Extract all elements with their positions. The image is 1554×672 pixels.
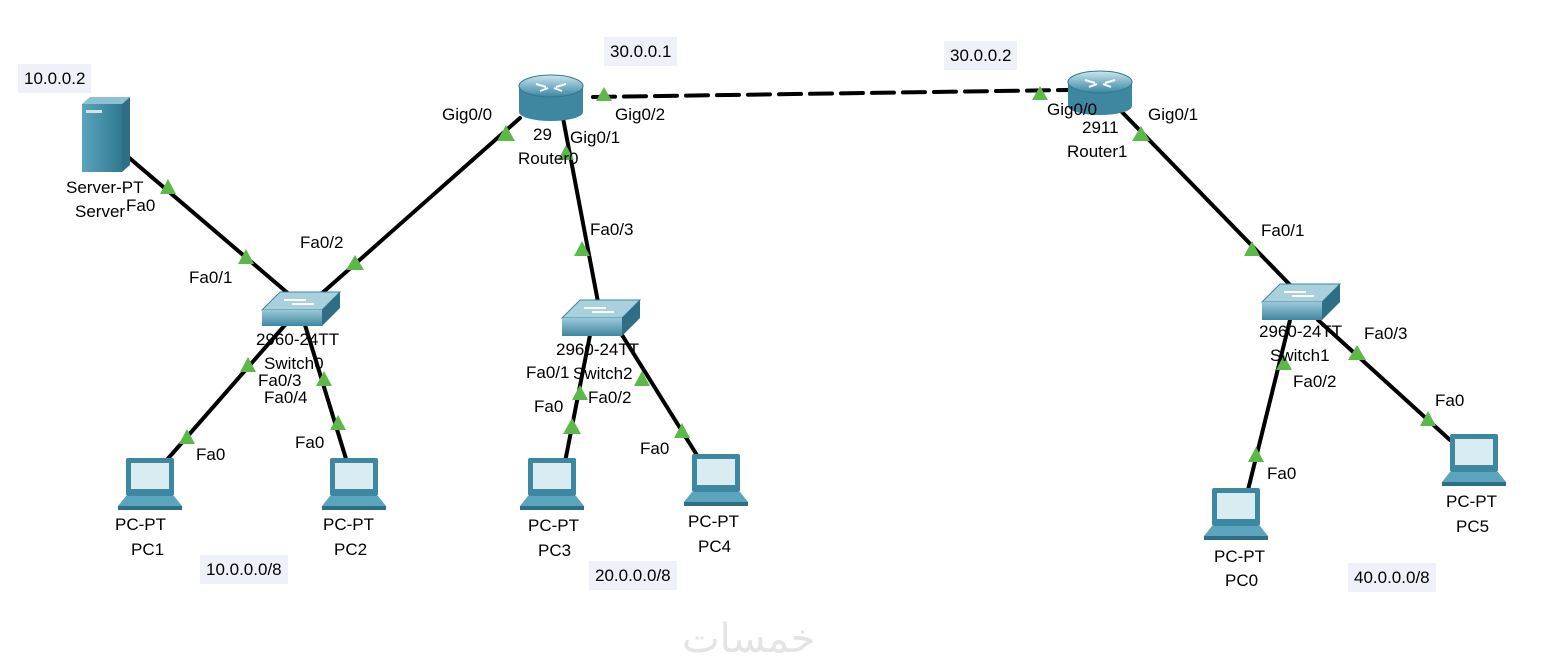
switch1-model-label: 2960-24TT [1259,322,1343,341]
pc1-name-label: PC1 [131,540,165,559]
pc2-name-label: PC2 [334,540,368,559]
port-label-pc3-fa0: Fa0 [534,397,564,416]
port-indicator [1420,411,1436,426]
links [118,88,1452,492]
port-label-pc5-fa0: Fa0 [1435,391,1465,410]
port-label-pc4-fa0: Fa0 [640,439,670,458]
port-label-server-fa0: Fa0 [126,196,156,215]
pc0-name-label: PC0 [1225,571,1259,590]
switch2-model-label: 2960-24TT [556,340,640,359]
port-indicator [240,357,256,372]
port-indicator [558,145,574,160]
server-name-label: Server [75,202,126,221]
port-label-sw2-fa01: Fa0/1 [526,363,570,382]
note-network-mid[interactable]: 20.0.0.0/8 [589,561,677,590]
pc2-model-label: PC-PT [323,515,374,534]
port-indicator [596,87,612,101]
switch0-name-label: Switch0 [264,354,324,373]
port-label-sw0-fa02: Fa0/2 [300,233,344,252]
pc5-model-label: PC-PT [1446,492,1497,511]
port-indicator [1348,345,1366,360]
router1-model-label: 2911 [1082,118,1119,137]
link-server-switch0[interactable] [118,148,292,297]
port-indicator [1132,126,1150,141]
pc3-model-label: PC-PT [528,516,579,535]
link-router0-router1[interactable] [591,88,1070,99]
link-router0-switch2[interactable] [561,116,600,304]
link-switch2-pc4[interactable] [620,333,702,462]
pc3-icon[interactable] [520,458,584,510]
switch2-name-label: Switch2 [573,364,633,383]
port-indicator [1032,86,1048,100]
port-label-sw2-fa03: Fa0/3 [590,220,634,239]
link-switch0-pc2[interactable] [303,323,349,464]
pc5-icon[interactable] [1442,434,1506,486]
port-label-pc2-fa0: Fa0 [295,433,325,452]
router0-icon[interactable] [518,74,584,121]
port-label-r0-gig02: Gig0/2 [615,105,666,124]
port-label-sw0-fa03: Fa0/3 [258,371,302,390]
pc0-icon[interactable] [1204,488,1268,540]
server-model-label: Server-PT [66,178,144,197]
switch2-icon[interactable] [560,299,642,336]
port-indicator [316,371,332,386]
port-indicator [1276,355,1292,370]
port-indicator [1248,447,1264,462]
switch1-name-label: Switch1 [1270,346,1330,365]
pc3-name-label: PC3 [538,541,572,560]
port-label-sw2-fa02: Fa0/2 [588,388,632,407]
note-router1-ip[interactable]: 30.0.0.2 [944,41,1018,70]
pc4-icon[interactable] [684,454,748,506]
port-indicator [160,179,176,194]
note-network-left[interactable]: 10.0.0.0/8 [200,555,288,584]
switch0-icon[interactable] [260,291,342,326]
port-indicator [574,241,590,256]
port-label-sw0-fa04: Fa0/4 [264,388,308,407]
port-indicators [160,86,1436,462]
note-router0-ip[interactable]: 30.0.0.1 [604,37,678,66]
pc1-icon[interactable] [118,458,182,510]
switch1-icon[interactable] [1260,283,1342,320]
router1-icon[interactable] [1067,70,1133,115]
pc2-icon[interactable] [322,458,386,510]
port-indicator [563,418,581,434]
port-label-sw1-fa01: Fa0/1 [1261,221,1305,240]
port-indicator [346,255,364,270]
watermark-logo: خمسات [682,616,816,662]
port-label-r1-gig00: Gig0/0 [1047,100,1098,119]
port-indicator [572,385,588,400]
pc4-name-label: PC4 [698,537,732,556]
port-label-r0-gig01: Gig0/1 [570,128,621,147]
note-network-right[interactable]: 40.0.0.0/8 [1348,563,1436,592]
port-indicator [634,371,650,386]
pc1-model-label: PC-PT [115,515,166,534]
server-icon[interactable] [82,97,130,172]
switch0-model-label: 2960-24TT [256,330,340,349]
port-label-pc0-fa0: Fa0 [1267,464,1297,483]
port-indicator [674,423,690,438]
port-indicator [179,429,195,444]
port-label-pc1-fa0: Fa0 [196,445,226,464]
port-indicator [238,249,254,264]
port-indicator [497,125,515,141]
pc4-model-label: PC-PT [688,512,739,531]
router0-model-label: 29 [533,125,552,144]
port-indicator [330,415,346,430]
router1-name-label: Router1 [1067,142,1128,161]
port-label-sw0-fa01: Fa0/1 [189,268,233,287]
router0-name-label: Router0 [518,149,579,168]
port-label-sw1-fa03: Fa0/3 [1364,324,1408,343]
port-label-sw1-fa02: Fa0/2 [1293,372,1337,391]
port-label-r0-gig00: Gig0/0 [442,105,493,124]
pc0-model-label: PC-PT [1214,547,1265,566]
port-label-r1-gig01: Gig0/1 [1148,105,1199,124]
note-server-ip[interactable]: 10.0.0.2 [18,64,92,93]
pc5-name-label: PC5 [1456,517,1490,536]
port-indicator [1244,241,1260,256]
